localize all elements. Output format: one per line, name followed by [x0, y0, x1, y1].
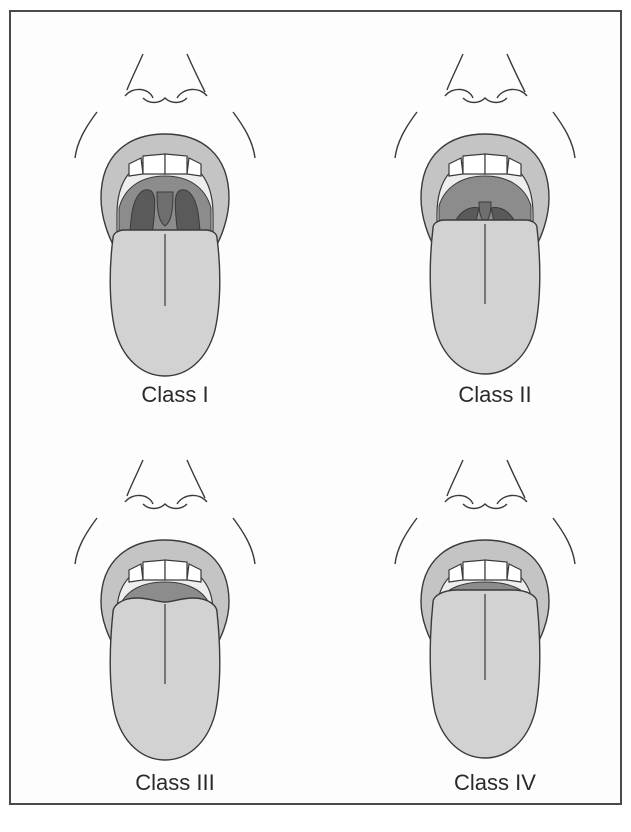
nose-icon	[445, 460, 527, 509]
panel-label: Class III	[25, 770, 325, 796]
panel-class-3: Class III	[25, 452, 325, 832]
nose-icon	[445, 54, 527, 103]
left-cheek-line	[395, 112, 417, 158]
diagram-frame: Class I	[9, 10, 622, 805]
mouth-illustration-class-3	[25, 452, 325, 772]
panel-label: Class IV	[345, 770, 631, 796]
panel-class-2: Class II	[345, 42, 631, 422]
nose-icon	[125, 54, 207, 103]
right-cheek-line	[553, 112, 575, 158]
mouth-illustration-class-4	[345, 452, 631, 772]
right-cheek-line	[553, 518, 575, 564]
left-cheek-line	[75, 518, 97, 564]
panel-label: Class I	[25, 382, 325, 408]
panel-label: Class II	[345, 382, 631, 408]
panel-class-4: Class IV	[345, 452, 631, 832]
right-cheek-line	[233, 112, 255, 158]
mouth-illustration-class-2	[345, 42, 631, 382]
panel-class-1: Class I	[25, 42, 325, 422]
nose-icon	[125, 460, 207, 509]
right-cheek-line	[233, 518, 255, 564]
mouth-illustration-class-1	[25, 42, 325, 382]
left-cheek-line	[395, 518, 417, 564]
left-cheek-line	[75, 112, 97, 158]
